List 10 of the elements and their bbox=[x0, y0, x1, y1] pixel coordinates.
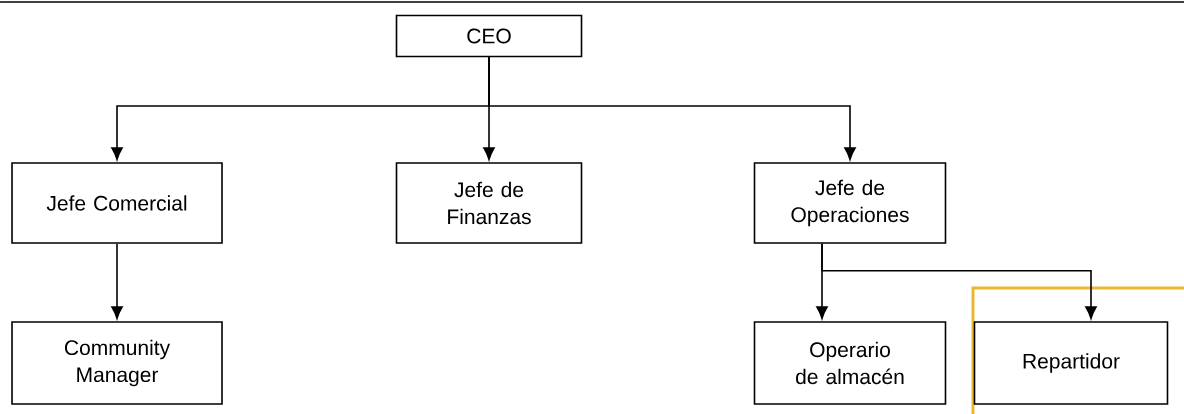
org-box: Community Manager bbox=[11, 321, 223, 405]
org-box: Jefe de Finanzas bbox=[395, 162, 583, 244]
arrow bbox=[488, 56, 856, 161]
org-box: CEO bbox=[395, 14, 583, 58]
arrow bbox=[111, 243, 123, 320]
org-box: Jefe de Operaciones bbox=[753, 162, 947, 244]
org-box: Operario de almacén bbox=[753, 321, 947, 405]
org-box: Repartidor bbox=[973, 321, 1169, 405]
org-box: Jefe Comercial bbox=[11, 162, 223, 244]
arrow bbox=[821, 243, 1097, 320]
